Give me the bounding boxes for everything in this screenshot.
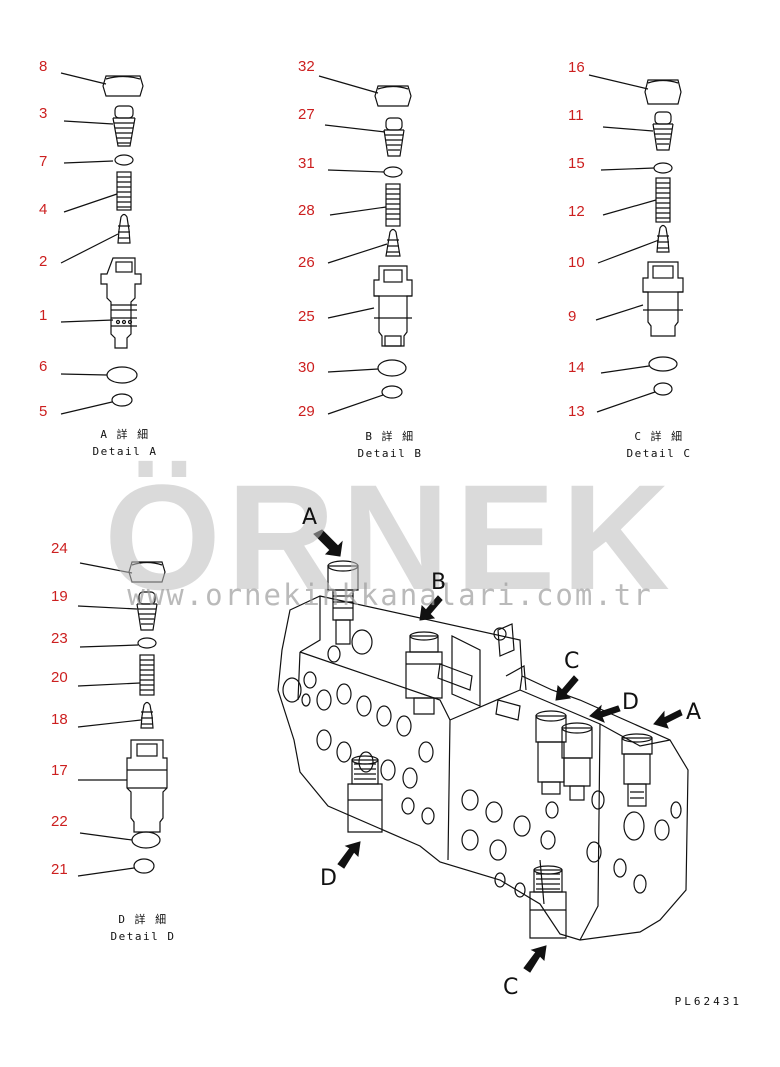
watermark-brand: ÖRNEK bbox=[104, 453, 676, 621]
part-label: 11 bbox=[568, 107, 584, 124]
part-label: 22 bbox=[51, 813, 68, 830]
watermark-url: www.ornekinkkanalari.com.tr bbox=[127, 578, 653, 612]
part-label: 2 bbox=[39, 253, 48, 270]
part-label: 3 bbox=[39, 105, 48, 122]
view-marker-b: B bbox=[431, 570, 447, 595]
view-marker-a: A bbox=[302, 505, 318, 530]
detail-a-caption: A 詳 細 Detail A bbox=[92, 428, 158, 459]
part-label: 4 bbox=[39, 201, 48, 218]
part-label: 29 bbox=[298, 403, 315, 420]
valve-assembly bbox=[277, 560, 689, 941]
part-label: 13 bbox=[568, 403, 585, 420]
detail-d-caption: D 詳 細 Detail D bbox=[110, 913, 176, 944]
part-label: 6 bbox=[39, 358, 48, 375]
part-label: 17 bbox=[51, 762, 68, 779]
part-label: 27 bbox=[298, 106, 315, 123]
part-label: 20 bbox=[51, 669, 68, 686]
part-label: 24 bbox=[51, 540, 68, 557]
part-label: 31 bbox=[298, 155, 315, 172]
view-marker-a-right: A bbox=[686, 700, 702, 725]
part-label: 14 bbox=[568, 359, 585, 376]
detail-c-caption: C 詳 細 Detail C bbox=[626, 430, 692, 461]
drawing-code: PL62431 bbox=[674, 995, 742, 1008]
part-label: 30 bbox=[298, 359, 315, 376]
part-label: 7 bbox=[39, 153, 48, 170]
part-label: 9 bbox=[568, 308, 577, 325]
view-marker-d: D bbox=[320, 866, 337, 891]
detail-b-caption: B 詳 細 Detail B bbox=[357, 430, 423, 461]
part-label: 18 bbox=[51, 711, 68, 728]
part-label: 1 bbox=[39, 307, 48, 324]
view-marker-c: C bbox=[564, 649, 580, 674]
part-label: 25 bbox=[298, 308, 315, 325]
part-label: 12 bbox=[568, 203, 585, 220]
part-label: 23 bbox=[51, 630, 68, 647]
part-label: 15 bbox=[568, 155, 585, 172]
view-marker-c-lower: C bbox=[503, 975, 519, 1000]
part-label: 19 bbox=[51, 588, 68, 605]
part-label: 32 bbox=[298, 58, 315, 75]
detail-a-parts bbox=[60, 72, 144, 415]
detail-c-parts bbox=[588, 74, 684, 413]
part-label: 26 bbox=[298, 254, 315, 271]
detail-b-parts bbox=[318, 75, 413, 415]
part-label: 10 bbox=[568, 254, 585, 271]
part-label: 8 bbox=[39, 58, 48, 75]
view-marker-d-right: D bbox=[622, 690, 639, 715]
part-label: 16 bbox=[568, 59, 585, 76]
part-label: 5 bbox=[39, 403, 48, 420]
part-label: 28 bbox=[298, 202, 315, 219]
view-arrows bbox=[313, 529, 683, 973]
part-label: 21 bbox=[51, 861, 68, 878]
detail-d-parts bbox=[77, 561, 168, 877]
